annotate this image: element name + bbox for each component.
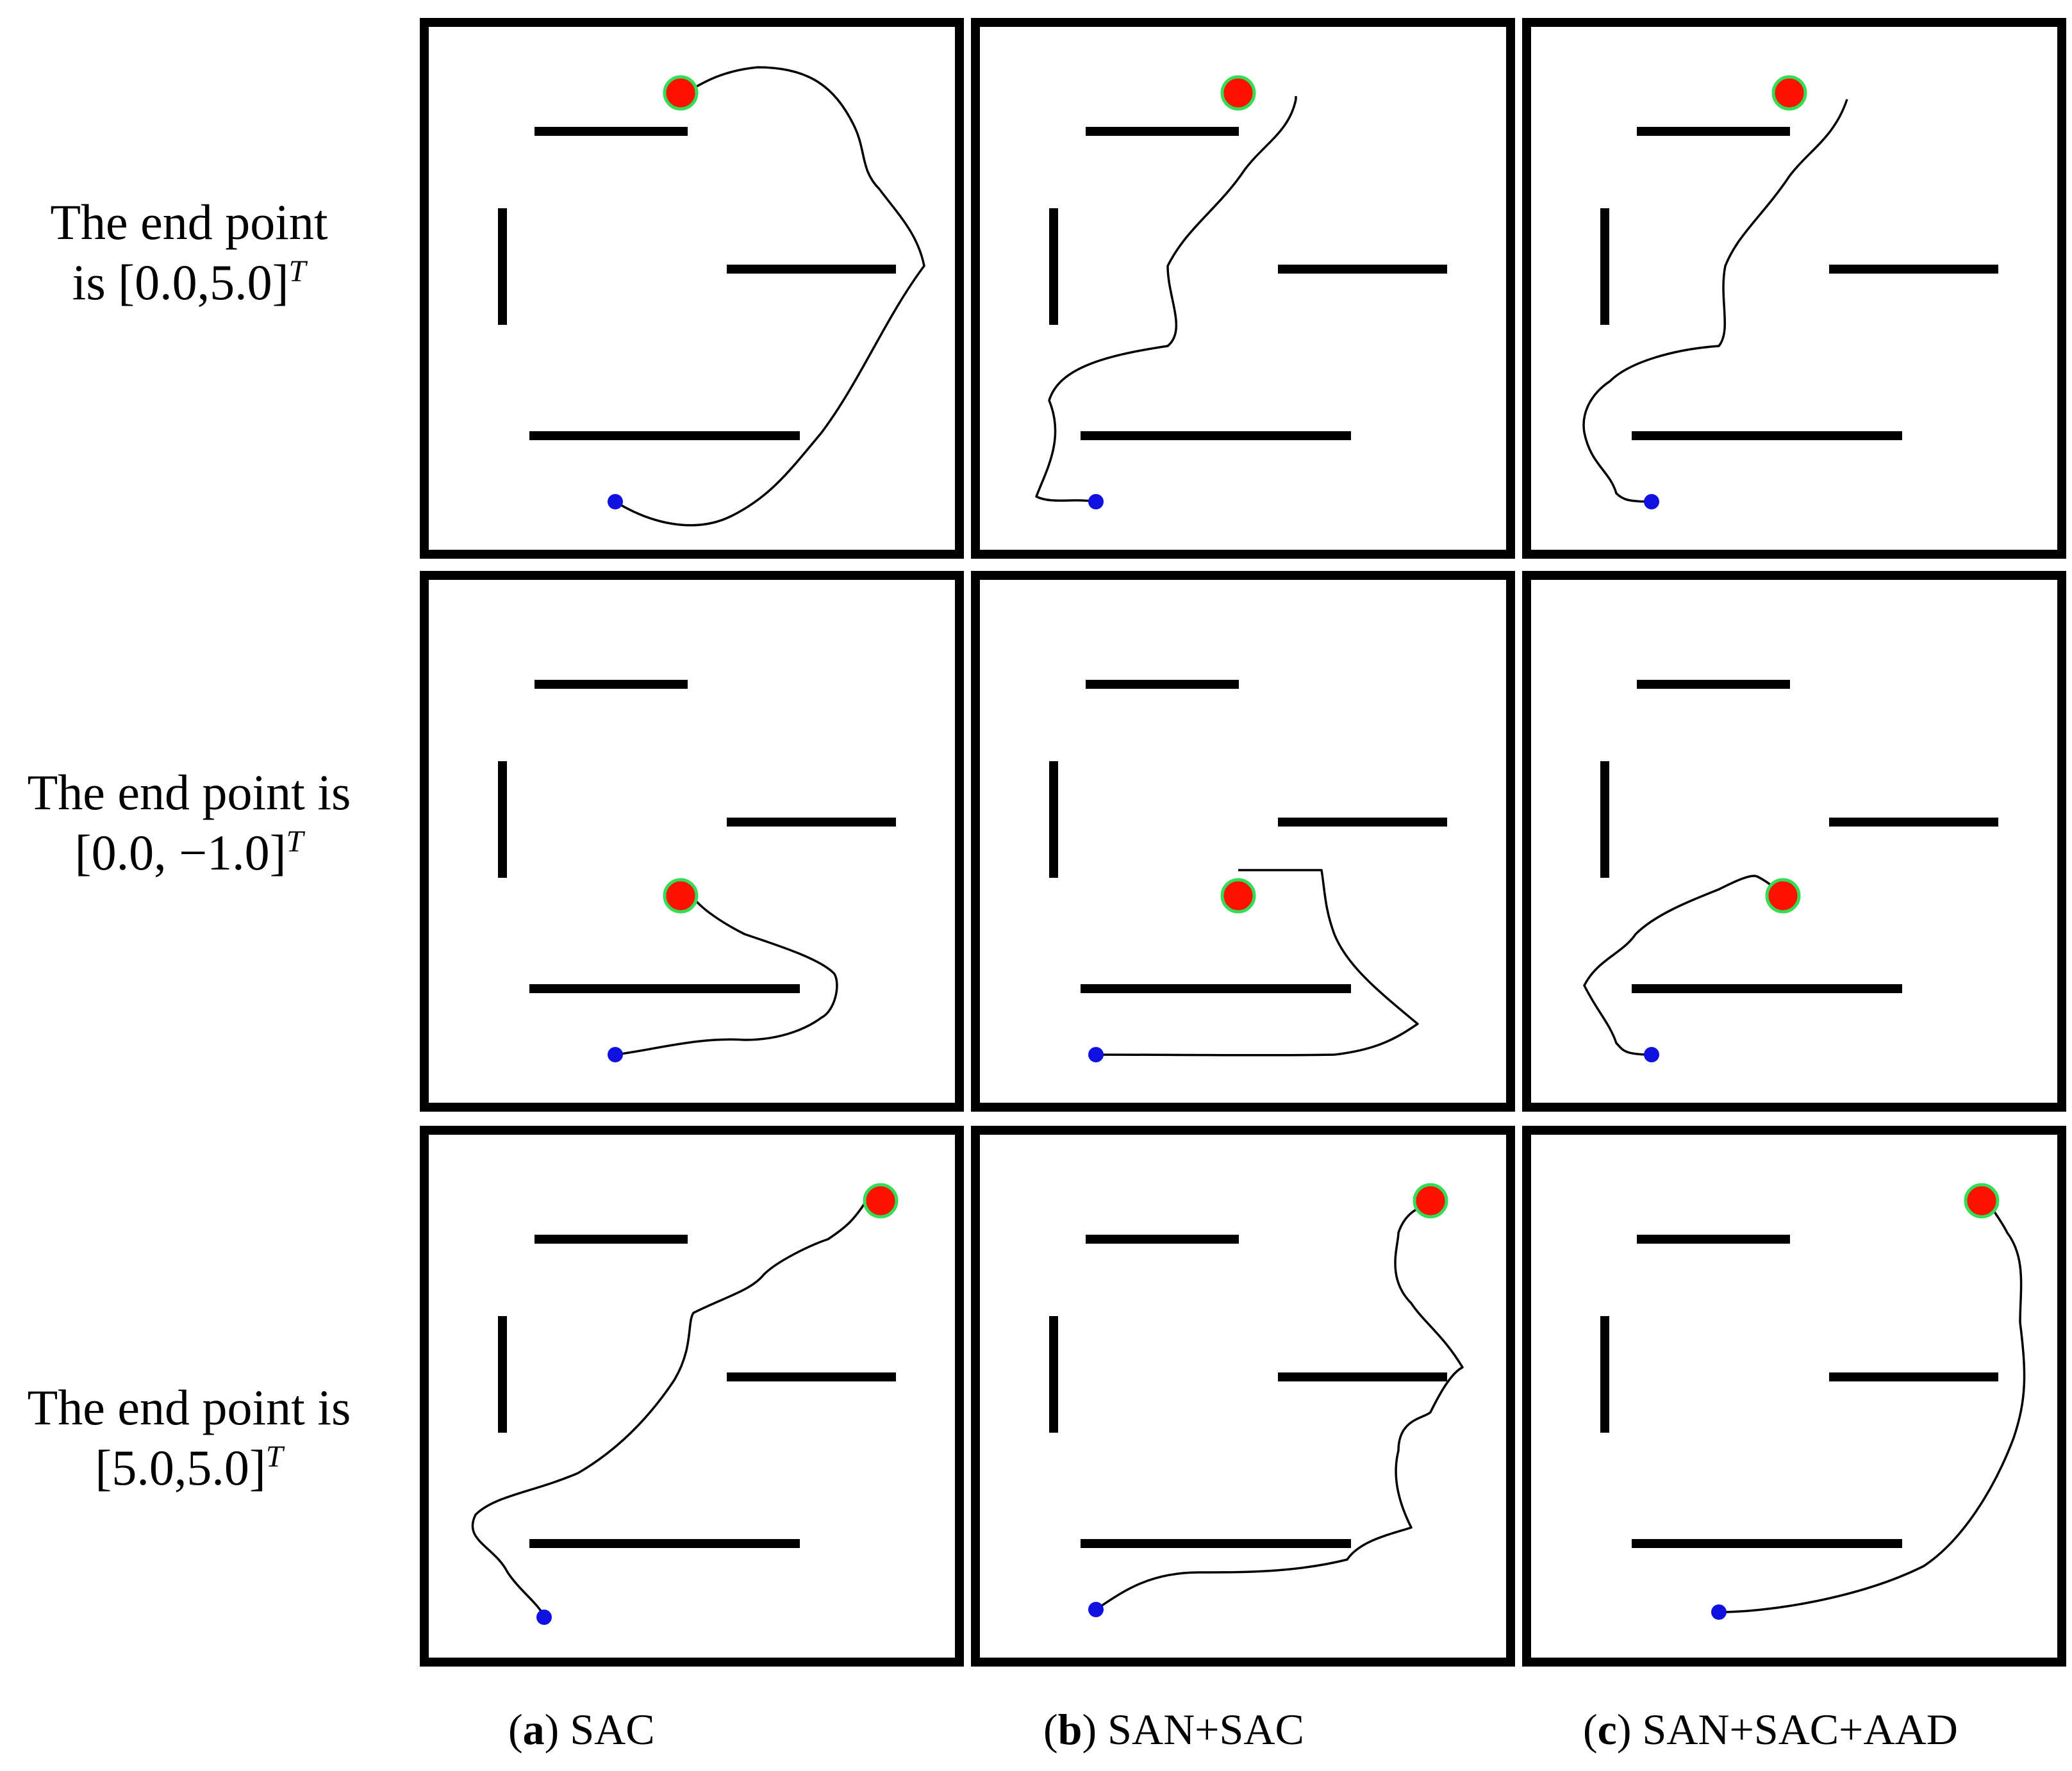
end-point-marker [1771,75,1807,111]
caption-b: (b) SAN+SAC [1043,1705,1304,1754]
maze-frame [971,571,1515,1112]
row-label-2-line2: [0.0, −1.0] [74,825,286,880]
maze-frame [1522,1126,2066,1667]
end-point-marker [1964,1183,2000,1219]
caption-c-letter: c [1597,1705,1617,1754]
caption-a: (a) SAC [508,1705,655,1754]
start-point-marker [536,1610,552,1625]
end-point-marker [1220,878,1256,914]
row-label-3-line1: The end point is [27,1380,351,1435]
trajectory-path [1582,99,1848,503]
row-label-1-line2: is [0.0,5.0] [72,254,289,310]
row-label-1-line1: The end point [50,194,328,250]
maze-frame [1522,571,2066,1112]
end-point-marker [663,75,699,111]
panel-r1-c3 [1522,18,2066,559]
caption-b-name: SAN+SAC [1107,1705,1304,1754]
end-point-marker [1413,1183,1448,1219]
panel-r1-c1 [420,18,964,559]
row-label-2-line1: The end point is [27,764,351,820]
row-label-1-superscript: T [288,254,306,288]
row-label-2-superscript: T [286,825,304,859]
end-point-marker [1765,878,1801,914]
end-point-marker [663,878,699,914]
row-label-3-superscript: T [265,1440,283,1474]
start-point-marker [1088,1602,1104,1617]
caption-c-name: SAN+SAC+AAD [1642,1705,1958,1754]
start-point-marker [1644,494,1659,509]
maze-frame [1522,18,2066,559]
trajectory-path [1095,869,1419,1057]
panel-r2-c1 [420,571,964,1112]
end-point-marker [1220,75,1256,111]
row-label-3: The end point is [5.0,5.0]T [0,1378,378,1498]
start-point-marker [1088,494,1104,509]
panel-r2-c2 [971,571,1515,1112]
start-point-marker [1644,1047,1659,1062]
caption-a-letter: a [522,1705,545,1754]
trajectory-path [1095,1203,1464,1611]
panel-r3-c3 [1522,1126,2066,1667]
caption-c: (c) SAN+SAC+AAD [1583,1705,1958,1754]
maze-frame [420,571,964,1112]
start-point-marker [608,494,623,509]
trajectory-path [471,1200,868,1618]
caption-b-letter: b [1057,1705,1082,1754]
trajectory-path [1718,1200,2026,1613]
panel-r2-c3 [1522,571,2066,1112]
row-label-3-line2: [5.0,5.0] [95,1440,266,1495]
panel-r1-c2 [971,18,1515,559]
row-label-1: The end point is [0.0,5.0]T [0,192,378,313]
end-point-marker [863,1183,899,1219]
start-point-marker [1088,1047,1104,1062]
start-point-marker [1711,1604,1727,1620]
maze-frame [971,1126,1515,1667]
maze-frame [420,1126,964,1667]
panel-r3-c1 [420,1126,964,1667]
panel-r3-c2 [971,1126,1515,1667]
trajectory-path [1583,875,1784,1056]
maze-frame [971,18,1515,559]
trajectory-path [1035,96,1297,503]
row-label-2: The end point is [0.0, −1.0]T [0,762,378,883]
trajectory-path [615,895,838,1056]
maze-frame [420,18,964,559]
caption-a-name: SAC [570,1705,655,1754]
start-point-marker [608,1047,623,1062]
trajectory-path [615,66,925,527]
